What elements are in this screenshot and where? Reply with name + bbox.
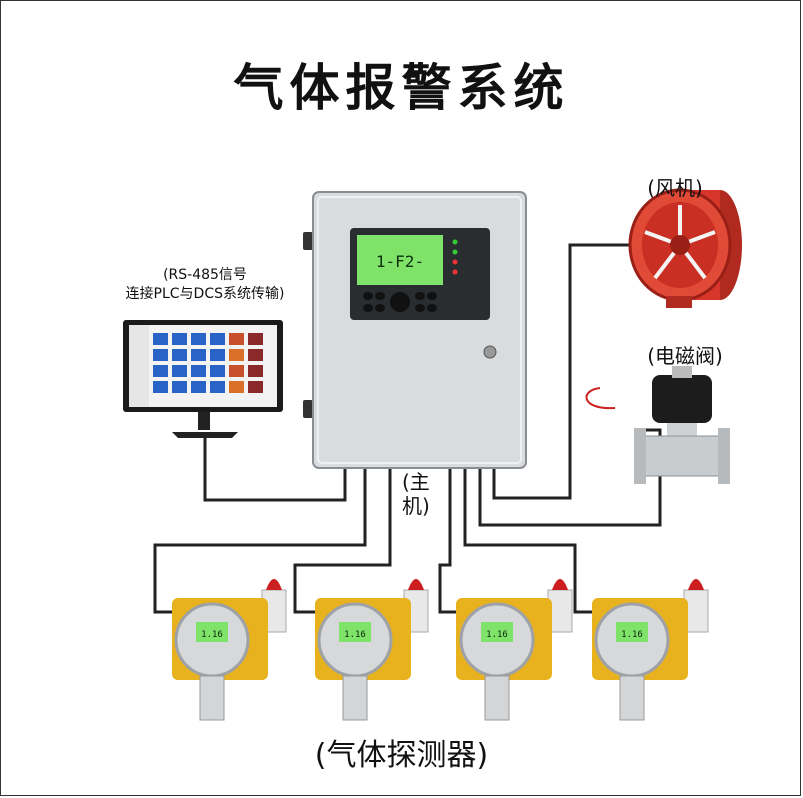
monitor-caption-line1: (RS-485信号 — [110, 266, 300, 285]
fan-label: (风机) — [630, 172, 720, 201]
alarm-controller-cabinet: 1-F2- — [303, 192, 526, 468]
detector-reading-2: 1.16 — [344, 630, 366, 640]
gas-detector-2: 1.16 — [315, 579, 428, 720]
wire-detector-1 — [155, 466, 365, 612]
host-label: (主机) — [402, 470, 424, 518]
gas-detector-3: 1.16 — [456, 579, 572, 720]
wire-detector-3 — [440, 466, 458, 612]
lcd-reading: 1-F2- — [376, 252, 424, 271]
fan-device — [630, 190, 742, 308]
valve-label: (电磁阀) — [630, 340, 740, 369]
solenoid-valve-device — [586, 366, 730, 484]
wire-detector-2 — [295, 466, 390, 612]
monitor — [123, 320, 283, 438]
monitor-caption: (RS-485信号 连接PLC与DCS系统传输) — [110, 266, 300, 304]
detector-reading-3: 1.16 — [486, 630, 508, 640]
detectors-label: (气体探测器) — [0, 730, 803, 774]
detector-reading-4: 1.16 — [621, 630, 643, 640]
monitor-caption-line2: 连接PLC与DCS系统传输) — [110, 285, 300, 304]
gas-detector-4: 1.16 — [592, 579, 708, 720]
detector-reading-1: 1.16 — [201, 630, 223, 640]
wire-detector-4 — [465, 466, 595, 612]
gas-detector-1: 1.16 — [172, 579, 286, 720]
